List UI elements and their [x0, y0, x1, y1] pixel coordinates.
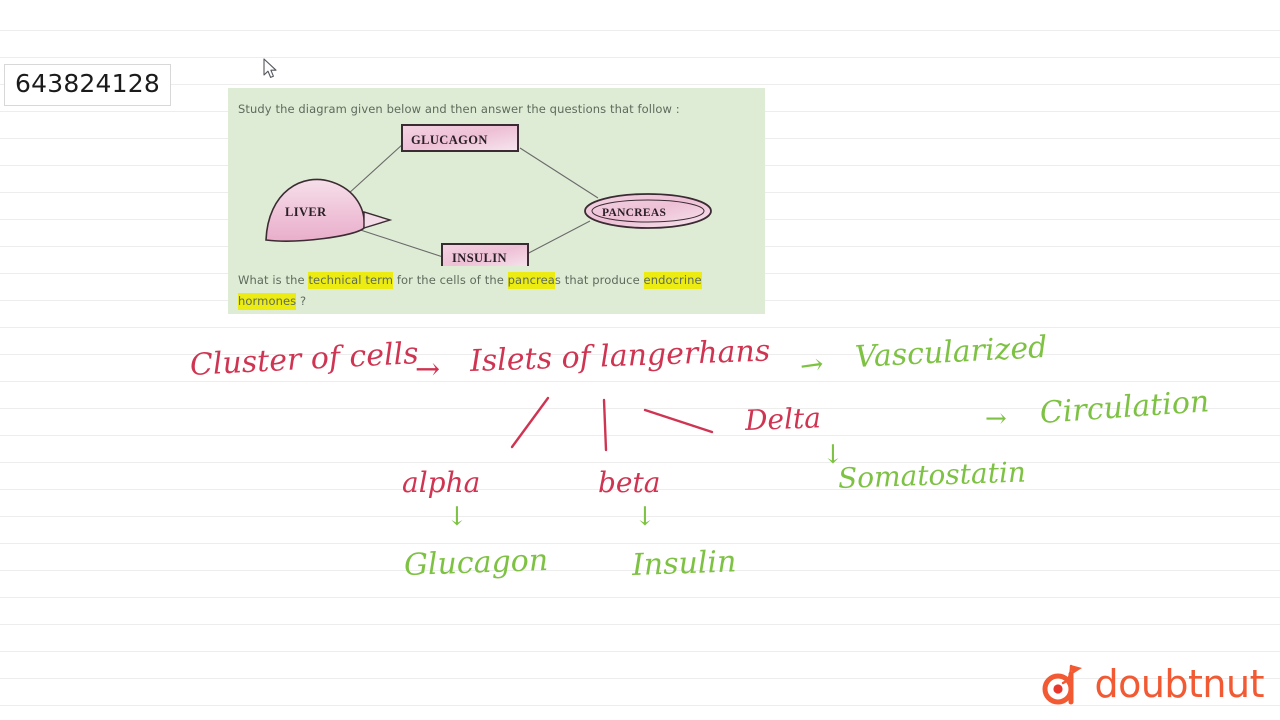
handwriting-arrow-2: → — [797, 346, 826, 383]
hormone-cycle-diagram: LIVER GLUCAGON PANCREAS INSULIN — [265, 124, 712, 266]
handwriting-glucagon-hand: Glucagon — [403, 542, 549, 583]
question-text-run: What is the — [238, 273, 309, 287]
question-highlight-run: technical term — [308, 272, 394, 289]
handwriting-branch-to-delta — [643, 408, 714, 434]
handwriting-delta-down-arrow: ↓ — [822, 440, 844, 470]
diagram-node-liver: LIVER — [265, 178, 393, 242]
edge-pancreas-insulin — [522, 220, 591, 257]
diagram-node-liver-label: LIVER — [285, 205, 327, 219]
edge-glucagon-pancreas — [519, 147, 599, 199]
question-text-run: for the cells of the — [393, 273, 508, 287]
question-text-run: ? — [296, 294, 307, 308]
arrow-cursor-icon — [263, 58, 277, 78]
handwriting-beta-down-arrow: ↓ — [634, 502, 656, 532]
diagram-edges — [325, 143, 599, 259]
question-text-run: s that produce — [554, 273, 644, 287]
handwriting-alpha: alpha — [402, 466, 481, 499]
diagram-node-insulin-label: INSULIN — [452, 251, 507, 265]
diagram-node-insulin: INSULIN — [441, 243, 529, 266]
diagram-node-glucagon: GLUCAGON — [401, 124, 519, 152]
handwriting-branch-to-beta — [602, 398, 608, 452]
handwriting-circulation: Circulation — [1038, 384, 1211, 431]
handwriting-arrow-3: → — [985, 404, 1007, 434]
handwriting-islets: Islets of langerhans — [469, 333, 771, 379]
diagram-node-glucagon-label: GLUCAGON — [411, 133, 488, 147]
question-lead-text: Study the diagram given below and then a… — [238, 102, 680, 116]
doubtnut-mark-icon — [1042, 664, 1083, 705]
handwriting-vascularized: Vascularized — [854, 329, 1049, 375]
handwriting-delta: Delta — [744, 401, 822, 437]
question-card: Study the diagram given below and then a… — [228, 88, 765, 314]
question-id-chip: 643824128 — [4, 64, 171, 106]
handwriting-insulin-hand: Insulin — [631, 544, 737, 583]
handwriting-beta: beta — [598, 466, 661, 499]
handwriting-cluster-of-cells: Cluster of cells — [189, 336, 420, 383]
diagram-node-pancreas: PANCREAS — [584, 193, 712, 229]
diagram-node-pancreas-label: PANCREAS — [602, 207, 666, 219]
doubtnut-logo: doubtnut — [1041, 662, 1264, 706]
handwriting-branch-to-alpha — [510, 396, 550, 449]
handwriting-somatostatin: Somatostatin — [837, 455, 1027, 495]
question-highlight-run: pancrea — [507, 272, 555, 289]
doubtnut-wordmark: doubtnut — [1094, 662, 1264, 706]
question-body-text: What is the technical term for the cells… — [238, 270, 738, 312]
handwriting-alpha-down-arrow: ↓ — [446, 502, 468, 532]
handwriting-arrow-1: → — [415, 352, 441, 387]
